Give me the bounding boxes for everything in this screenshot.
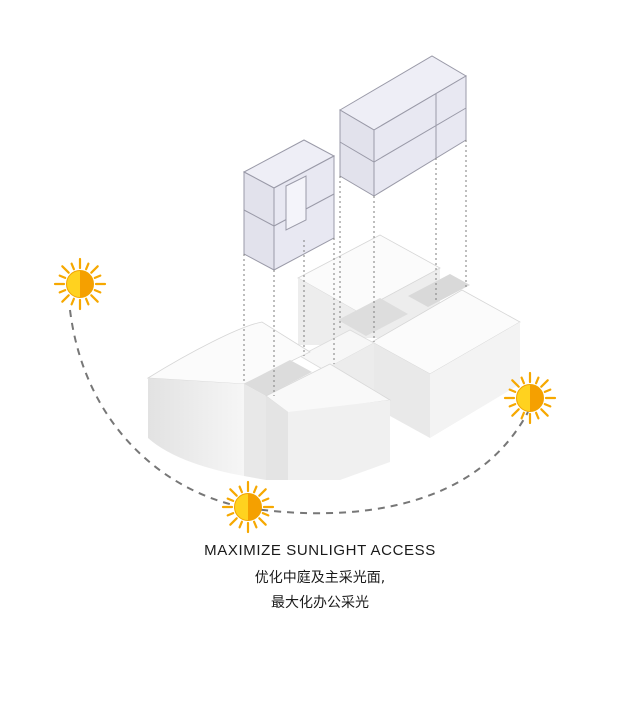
caption-subtitle-line-1: 优化中庭及主采光面, [254,570,386,586]
floating-volume-left [242,139,336,271]
sun-path-arc [69,309,529,515]
floating-volume-right [339,55,467,197]
projection-lines [243,140,467,396]
sun-icon [53,257,107,311]
caption-title: MAXIMIZE SUNLIGHT ACCESS [204,542,436,559]
base-massing [146,234,521,480]
sun-icon [503,371,557,425]
caption-subtitle-line-2: 最大化办公采光 [271,595,369,611]
sun-icon [221,480,275,534]
